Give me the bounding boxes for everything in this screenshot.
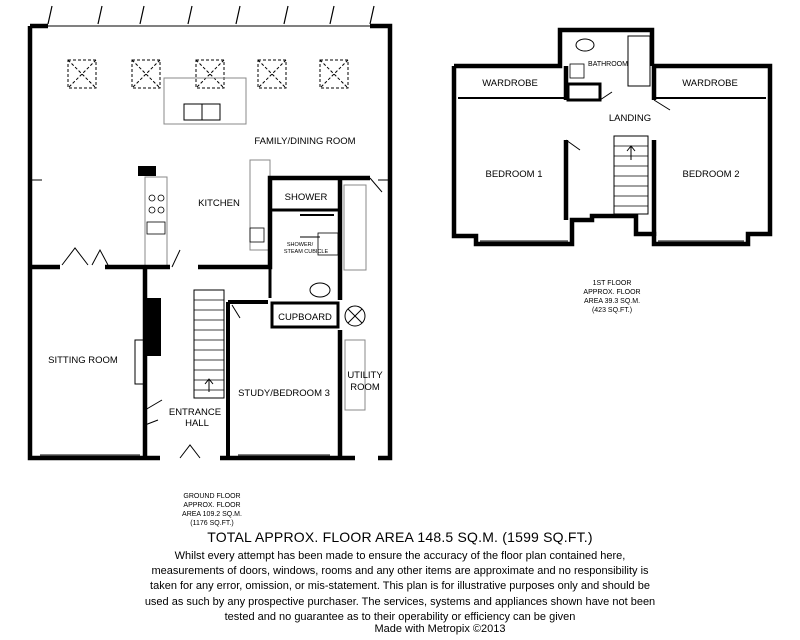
label-bathroom: BATHROOM: [588, 61, 628, 68]
ground-floor-line1: GROUND FLOOR: [183, 493, 240, 500]
disclaimer: Whilst every attempt has been made to en…: [144, 550, 656, 623]
room-labels: FAMILY/DINING ROOM KITCHEN SHOWER SHOWER…: [48, 61, 739, 527]
label-bedroom2: BEDROOM 2: [682, 169, 739, 180]
label-wardrobe-right: WARDROBE: [682, 78, 738, 89]
label-bedroom1: BEDROOM 1: [485, 169, 542, 180]
label-entrance-1: ENTRANCE: [169, 407, 221, 418]
first-floor-plan: [451, 27, 773, 247]
first-floor-line1: 1ST FLOOR: [593, 280, 632, 287]
ground-floor-line4: (1176 SQ.FT.): [190, 520, 233, 527]
made-with-credit: Made with Metropix ©2013: [374, 623, 506, 635]
first-floor-line4: (423 SQ.FT.): [592, 307, 632, 314]
label-sitting-room: SITTING ROOM: [48, 355, 118, 366]
label-utility-2: ROOM: [350, 382, 380, 393]
first-floor-line3: AREA 39.3 SQ.M.: [584, 298, 640, 305]
label-cupboard: CUPBOARD: [278, 312, 332, 323]
label-shower-steam-2: STEAM CUBICLE: [284, 249, 329, 255]
first-floor-line2: APPROX. FLOOR: [583, 289, 640, 296]
label-wardrobe-left: WARDROBE: [482, 78, 538, 89]
total-floor-area: TOTAL APPROX. FLOOR AREA 148.5 SQ.M. (15…: [207, 529, 593, 545]
label-kitchen: KITCHEN: [198, 198, 240, 209]
label-shower: SHOWER: [285, 192, 328, 203]
label-landing: LANDING: [609, 113, 651, 124]
label-entrance-2: HALL: [185, 418, 209, 429]
label-shower-steam-1: SHOWER/: [287, 242, 314, 248]
label-utility-1: UTILITY: [347, 370, 383, 381]
ground-floor-line3: AREA 109.2 SQ.M.: [182, 511, 242, 518]
label-family-dining: FAMILY/DINING ROOM: [254, 136, 355, 147]
label-study: STUDY/BEDROOM 3: [238, 388, 330, 399]
ground-floor-plan: [27, 5, 393, 461]
ground-floor-line2: APPROX. FLOOR: [183, 502, 240, 509]
